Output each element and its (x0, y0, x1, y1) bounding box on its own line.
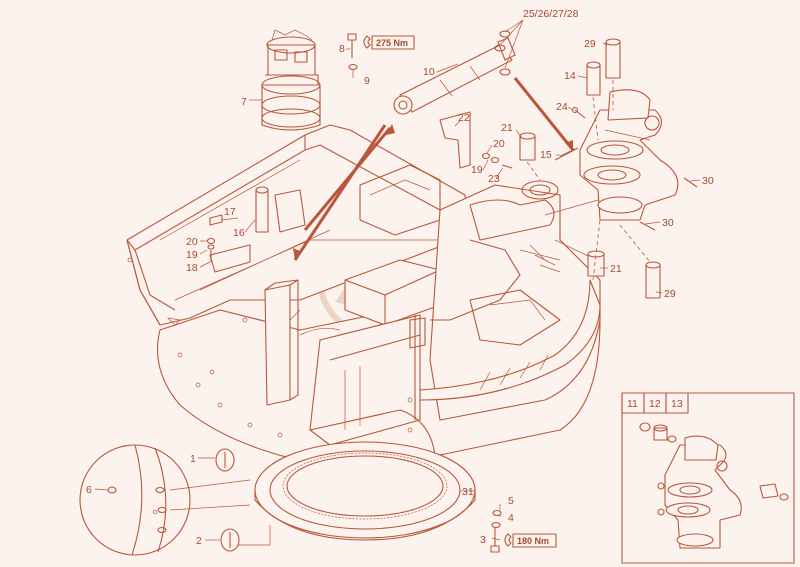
pin-lower (645, 261, 661, 299)
callout-23: 23 (488, 173, 500, 185)
mounting-bracket (439, 111, 471, 169)
callout-1: 1 (190, 453, 196, 465)
callout-15: 15 (540, 149, 552, 161)
callout-20: 20 (186, 236, 198, 248)
callout-9: 9 (364, 75, 370, 87)
bushing-upper (519, 132, 536, 161)
upper-frame (126, 124, 601, 469)
inset-detail-box (621, 392, 795, 564)
swing-bearing-ring (254, 441, 476, 541)
detail-circle (79, 444, 191, 556)
callout-7: 7 (241, 96, 247, 108)
callout-10: 10 (423, 66, 435, 78)
callout-18: 18 (186, 262, 198, 274)
callout-24: 24 (556, 101, 568, 113)
inset-header-12: 12 (649, 398, 661, 410)
torque-value-275: 275 Nm (376, 38, 408, 48)
callout-6: 6 (86, 484, 92, 496)
plate-17 (209, 214, 223, 226)
callout-19: 19 (471, 164, 483, 176)
callout-8: 8 (339, 43, 345, 55)
bolt-set-ring (490, 509, 502, 553)
bolt-set-right (481, 152, 513, 169)
callout-17: 17 (224, 206, 236, 218)
sealant-tube-2 (220, 528, 240, 552)
callout-19: 19 (186, 249, 198, 261)
callout-22: 22 (458, 112, 470, 124)
callout-21: 21 (501, 122, 513, 134)
sealant-tube-1 (215, 448, 235, 472)
callout-16: 16 (233, 227, 245, 239)
leader-lines (94, 19, 701, 546)
swing-cylinder (393, 37, 516, 115)
inset-header-11: 11 (627, 398, 638, 410)
callout-30: 30 (662, 217, 674, 229)
bolt-holes (127, 257, 413, 438)
callout-20: 20 (493, 138, 505, 150)
callout-30: 30 (702, 175, 714, 187)
assembly-arrows (293, 77, 599, 261)
callout-29: 29 (584, 38, 596, 50)
callout-4: 4 (508, 512, 514, 524)
swing-bracket (554, 38, 698, 231)
callout-14: 14 (564, 70, 576, 82)
torque-wrench-icon (363, 35, 415, 50)
callout-31: 31 (462, 486, 474, 498)
torque-value-180: 180 Nm (517, 536, 549, 546)
swing-motor (261, 29, 321, 131)
callout-3: 3 (480, 534, 486, 546)
bushing-lower (587, 250, 605, 277)
callout-5: 5 (508, 495, 514, 507)
pin-16 (255, 186, 269, 233)
callout-25-28: 25/26/27/28 (523, 8, 579, 20)
callout-21: 21 (610, 263, 622, 275)
torque-wrench-icon (504, 533, 557, 548)
inset-header-13: 13 (671, 398, 683, 410)
construction-lines (526, 80, 651, 281)
bolt-set-left (206, 237, 216, 262)
bolt-8 (347, 33, 358, 71)
callout-labels: 8 9 7 10 25/26/27/28 29 14 24 22 21 20 1… (86, 8, 714, 547)
callout-2: 2 (196, 535, 202, 547)
callout-29: 29 (664, 288, 676, 300)
